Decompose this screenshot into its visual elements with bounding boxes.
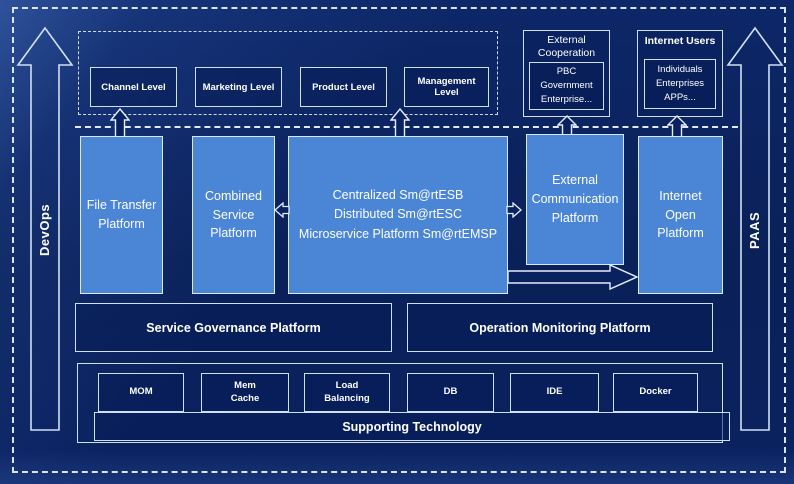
load-balancing-box: Load Balancing [304, 373, 390, 412]
supporting-technology-bar: Supporting Technology [94, 412, 730, 441]
paas-up-arrow-icon [726, 26, 784, 431]
marketing-level-label: Marketing Level [202, 81, 275, 93]
central-platform-line3: Microservice Platform Sm@rtEMSP [298, 226, 498, 241]
external-cooperation-title: External Cooperation [537, 34, 596, 60]
external-cooperation-box: External Cooperation PBC Government Ente… [523, 30, 610, 117]
db-box: DB [407, 373, 494, 412]
docker-box: Docker [613, 373, 698, 412]
central-esb-platform-box: Centralized Sm@rtESB Distributed Sm@rtES… [288, 136, 508, 294]
service-governance-platform-box: Service Governance Platform [75, 303, 392, 352]
external-communication-platform-label: External Communication Platform [531, 173, 619, 225]
paas-rail-label: PAAS [747, 211, 762, 249]
product-level-label: Product Level [312, 81, 375, 93]
operation-monitoring-platform-box: Operation Monitoring Platform [407, 303, 713, 352]
load-balancing-label-line2: Balancing [324, 392, 370, 404]
flow-arrow-to-internet-open-icon [508, 263, 639, 291]
operation-monitoring-platform-label: Operation Monitoring Platform [469, 320, 651, 335]
db-label: DB [443, 386, 458, 398]
access-layer-separator [75, 126, 738, 128]
mem-cache-label-line1: Mem [234, 379, 256, 391]
load-balancing-label-line1: Load [335, 379, 359, 391]
internet-open-platform-label: Internet Open Platform [657, 188, 704, 241]
ide-label: IDE [546, 386, 563, 398]
external-communication-platform-box: External Communication Platform [526, 134, 624, 265]
external-cooperation-members-box: PBC Government Enterprise... [529, 62, 604, 110]
internet-users-box: Internet Users Individuals Enterprises A… [637, 30, 723, 117]
central-platform-line2: Distributed Sm@rtESC [333, 207, 462, 222]
file-transfer-platform-box: File Transfer Platform [80, 136, 163, 294]
access-levels-group [78, 31, 498, 115]
right-arrow-icon [506, 202, 522, 218]
internet-users-members: Individuals Enterprises APPs... [655, 64, 705, 103]
external-cooperation-members: PBC Government Enterprise... [540, 66, 593, 105]
mom-box: MOM [98, 373, 184, 412]
docker-label: Docker [639, 386, 672, 398]
management-level-label: Management Level [417, 76, 476, 98]
channel-level-box: Channel Level [90, 67, 177, 107]
supporting-technology-label: Supporting Technology [342, 419, 482, 434]
mem-cache-label-line2: Cache [230, 392, 260, 404]
supporting-technology-group [77, 363, 723, 443]
devops-rail-label: DevOps [37, 203, 52, 257]
internet-users-title: Internet Users [644, 35, 716, 47]
combined-service-platform-label: Combined Service Platform [205, 188, 262, 241]
management-level-box: Management Level [404, 67, 489, 107]
left-arrow-icon [274, 202, 290, 218]
central-platform-line1: Centralized Sm@rtESB [332, 187, 464, 202]
service-governance-platform-label: Service Governance Platform [146, 320, 321, 335]
product-level-box: Product Level [300, 67, 387, 107]
outer-boundary [12, 7, 786, 473]
ide-box: IDE [510, 373, 599, 412]
up-arrow-icon [390, 108, 410, 139]
devops-up-arrow-icon [16, 26, 74, 431]
mem-cache-box: Mem Cache [201, 373, 289, 412]
channel-level-label: Channel Level [101, 81, 166, 93]
file-transfer-platform-label: File Transfer Platform [86, 198, 157, 231]
combined-service-platform-box: Combined Service Platform [192, 136, 275, 294]
mom-label: MOM [129, 386, 153, 398]
up-arrow-icon [110, 108, 130, 139]
marketing-level-box: Marketing Level [195, 67, 282, 107]
internet-users-members-box: Individuals Enterprises APPs... [644, 59, 716, 109]
internet-open-platform-box: Internet Open Platform [638, 136, 723, 294]
